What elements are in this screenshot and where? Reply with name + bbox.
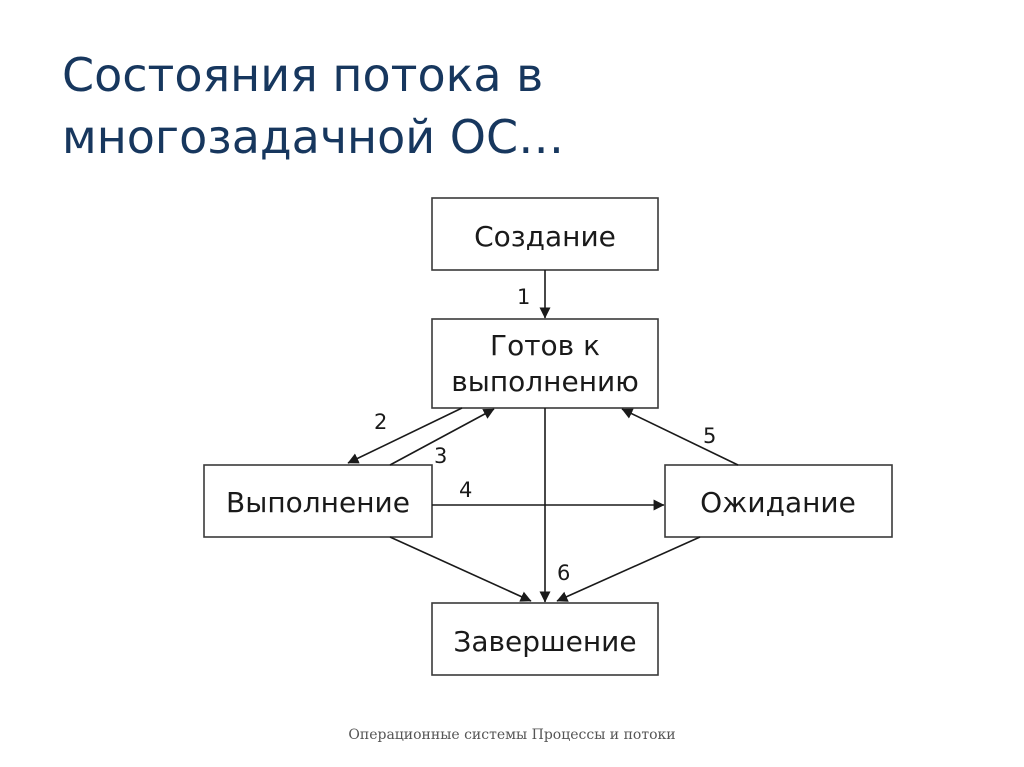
arrow-running-to-ready <box>389 408 495 466</box>
state-running: Выполнение <box>203 464 433 538</box>
state-termination-box <box>431 602 659 676</box>
state-running-box <box>203 464 433 538</box>
state-termination-label: Завершение <box>453 625 636 658</box>
transition-label-1: 1 <box>517 285 530 309</box>
arrow-ready-to-running <box>347 407 463 464</box>
arrow-waiting-to-ready <box>621 408 739 466</box>
state-waiting-box <box>664 464 893 538</box>
transition-label-3: 3 <box>434 444 447 468</box>
state-running-label: Выполнение <box>226 486 410 519</box>
state-ready: Готов к выполнению <box>431 318 659 409</box>
state-ready-label-line2: выполнению <box>451 365 639 398</box>
state-waiting-label: Ожидание <box>700 486 856 519</box>
slide-title: Состояния потока в многозадачной ОС… <box>62 44 962 168</box>
slide-footer: Операционные системы Процессы и потоки <box>348 727 676 743</box>
state-creation-label: Создание <box>474 220 616 253</box>
title-line-1: Состояния потока в <box>62 48 544 102</box>
transition-label-6: 6 <box>557 561 570 585</box>
arrow-running-to-termination <box>389 536 532 602</box>
state-waiting: Ожидание <box>664 464 893 538</box>
transition-label-2: 2 <box>374 410 387 434</box>
arrow-waiting-to-termination <box>556 536 701 602</box>
state-ready-label-line1: Готов к <box>490 329 600 362</box>
state-termination: Завершение <box>431 602 659 676</box>
state-creation: Создание <box>431 197 659 271</box>
transition-label-4: 4 <box>459 478 472 502</box>
state-ready-box <box>431 318 659 409</box>
transition-label-5: 5 <box>703 424 716 448</box>
title-line-2: многозадачной ОС… <box>62 110 565 164</box>
